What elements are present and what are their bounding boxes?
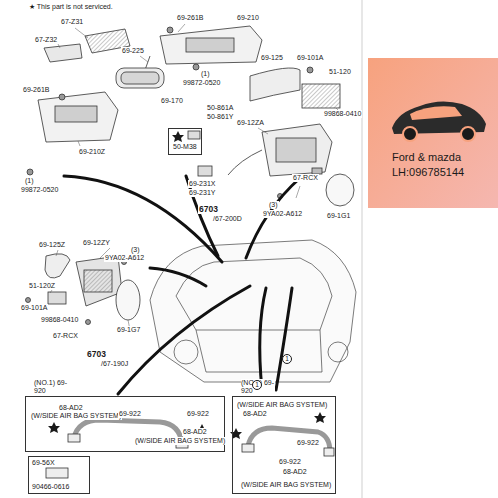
part-number: 69-1G1 [326, 212, 351, 220]
part-number: 9YA02-A612 [104, 254, 145, 262]
node-text: 69-56X [32, 459, 86, 467]
vanity-mirror-cover [44, 29, 130, 62]
part-number: 9YA02-A612 [262, 210, 303, 218]
sun-visor-right [160, 26, 262, 64]
part-number: 67-RCX [52, 332, 79, 340]
part-number: 69-12ZY [82, 239, 111, 247]
divider [362, 0, 363, 498]
part-number: 69-922 [296, 439, 320, 447]
overhead-console [250, 67, 340, 108]
part-number: 99868-0410 [40, 316, 79, 324]
node-text: LH:096785144 [392, 165, 492, 180]
part-number: 69-1G7 [116, 326, 141, 334]
part-number: 99872-0520 [20, 186, 59, 194]
part-number: 69-261B [22, 86, 50, 94]
part-number: /67-190J [100, 360, 129, 368]
part-number: 69-125 [260, 54, 284, 62]
part-number: 69-210 [236, 14, 260, 22]
group-heading: (NO.1) 69-920 [34, 379, 68, 395]
location-arrows [64, 176, 300, 394]
part-number: 68-AD2 [182, 428, 208, 436]
part-number: 69-210Z [78, 148, 106, 156]
part-number: 69-922 [278, 458, 302, 466]
node-text: 90466-0616 [32, 483, 86, 491]
map-lamp-assembly [198, 124, 354, 206]
part-number: 99868-0410 [323, 110, 362, 118]
callout-number: 1 [252, 380, 262, 390]
part-number: 51-120Z [28, 282, 56, 290]
part-number: 68-AD2 [282, 468, 308, 476]
leader-lines [50, 24, 344, 330]
part-number: 69-101A [20, 304, 48, 312]
node-text: Ford & mazda [392, 150, 492, 165]
part-number: 69-12ZA [236, 119, 265, 127]
part-number: 67-RCX [292, 174, 319, 182]
part-number: 67-Z31 [60, 18, 84, 26]
part-number: (1) [24, 177, 35, 185]
part-number: 50-861A [206, 104, 234, 112]
part-callout-box: 50-M38 [168, 128, 202, 155]
map-lamp-left [26, 254, 141, 325]
part-number: 69-261B [176, 14, 204, 22]
sports-car-logo [392, 101, 486, 141]
callout-number: 1 [282, 354, 292, 364]
shop-panel [368, 58, 498, 208]
part-number: (3) [268, 201, 279, 209]
star-part [172, 131, 200, 142]
part-number: (W/SIDE AIR BAG SYSTEM) [240, 481, 332, 489]
part-number: 69-170 [160, 97, 184, 105]
part-number: 68-AD2 [58, 404, 84, 412]
part-number: 67-Z32 [34, 36, 58, 44]
part-number: (W/SIDE AIR BAG SYSTEM) [30, 412, 122, 420]
part-number: 68-AD2 [242, 410, 268, 418]
part-number: (W/SIDE AIR BAG SYSTEM) [134, 437, 226, 445]
rear-view-mirror [116, 56, 164, 88]
vehicle-outline [150, 240, 356, 382]
note-text: ★ This part is not serviced. [28, 3, 114, 11]
part-number: (3) [130, 246, 141, 254]
part-number: 6703 [86, 350, 107, 359]
part-number: 51-120 [328, 68, 352, 76]
part-number: 69-101A [296, 54, 324, 62]
part-number: 69-231X [188, 180, 216, 188]
part-number: 69-225 [121, 47, 145, 55]
part-number: (W/SIDE AIR BAG SYSTEM) [236, 401, 328, 409]
part-number: 69-125Z [38, 241, 66, 249]
part-number: /67-200D [212, 215, 243, 223]
part-number: 50-861Y [206, 113, 234, 121]
sun-visor-left [27, 27, 199, 175]
part-number: 69-922 [186, 410, 210, 418]
fastener-box: 69-56X 90466-0616 [28, 456, 90, 494]
part-number: 99872-0520 [182, 79, 221, 87]
shop-panel-text: Ford & mazdaLH:096785144 [366, 58, 496, 208]
part-number: 69-922 [118, 410, 142, 418]
part-number: 69-231Y [188, 189, 216, 197]
node-text: 50-M38 [173, 143, 197, 151]
part-number: (1) [200, 70, 211, 78]
part-number: 6703 [198, 205, 219, 214]
